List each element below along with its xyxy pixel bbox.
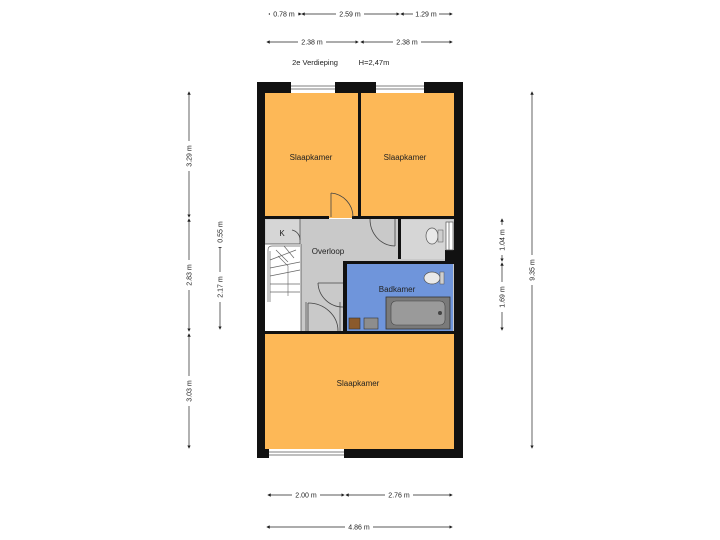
ceiling-height-label: H=2,47m bbox=[359, 58, 390, 67]
toilet-icon bbox=[425, 227, 444, 245]
door-bathroom bbox=[317, 282, 344, 308]
interior-walls bbox=[265, 93, 454, 334]
washbasin-icon bbox=[423, 271, 445, 285]
dim-top-2: 2.59 m bbox=[339, 12, 361, 19]
door-closet bbox=[291, 229, 301, 241]
bedroom-top-right-floor bbox=[361, 93, 454, 218]
bedroom-bottom-floor bbox=[265, 333, 454, 449]
dim-bottom-2: 2.76 m bbox=[388, 493, 410, 500]
dim-right-inner-1: 1.04 m bbox=[500, 229, 507, 251]
dim-bottom-1: 2.00 m bbox=[295, 493, 317, 500]
room-label-bedroom-bottom: Slaapkamer bbox=[337, 379, 380, 388]
door-bedroom-bottom bbox=[307, 302, 339, 332]
dim-right-outer: 9.35 m bbox=[530, 259, 537, 281]
staircase bbox=[267, 245, 301, 302]
door-bedroom-top-left bbox=[330, 192, 354, 218]
dim-top-row2-2: 2.38 m bbox=[396, 40, 418, 47]
stair-area bbox=[265, 244, 301, 302]
dim-left-outer-1: 3.29 m bbox=[187, 145, 194, 167]
room-label-bedroom-top-right: Slaapkamer bbox=[384, 153, 427, 162]
room-label-bathroom: Badkamer bbox=[379, 285, 416, 294]
dim-left-inner-2: 2.17 m bbox=[218, 276, 225, 298]
floor-label: 2e Verdieping bbox=[292, 58, 338, 67]
dim-left-inner-1: 0.55 m bbox=[218, 221, 225, 243]
window-top-left bbox=[291, 82, 335, 93]
dim-right-inner-2: 1.69 m bbox=[500, 286, 507, 308]
dim-left-outer-3: 3.03 m bbox=[187, 380, 194, 402]
room-label-bedroom-top-left: Slaapkamer bbox=[290, 153, 333, 162]
dim-top-1: 0.78 m bbox=[273, 12, 295, 19]
window-top-right bbox=[376, 82, 424, 93]
outer-walls bbox=[257, 82, 463, 458]
dimension-labels: 0.78 m 2.59 m 1.29 m 2.38 m 2.38 m 3.29 … bbox=[184, 9, 537, 532]
dim-top-3: 1.29 m bbox=[415, 12, 437, 19]
dim-top-row2-1: 2.38 m bbox=[301, 40, 323, 47]
window-bottom bbox=[269, 449, 344, 458]
shaft-window-icon bbox=[445, 221, 454, 251]
cabinet-icon bbox=[348, 317, 361, 330]
dim-left-outer-2: 2.83 m bbox=[187, 264, 194, 286]
bathtub-icon bbox=[385, 296, 451, 330]
sink-icon bbox=[363, 317, 379, 330]
room-label-landing: Overloop bbox=[312, 247, 345, 256]
room-label-closet: K bbox=[279, 229, 285, 238]
dim-bottom-total: 4.86 m bbox=[348, 525, 370, 532]
door-bedroom-top-right bbox=[369, 218, 396, 247]
closet-floor bbox=[266, 220, 300, 243]
